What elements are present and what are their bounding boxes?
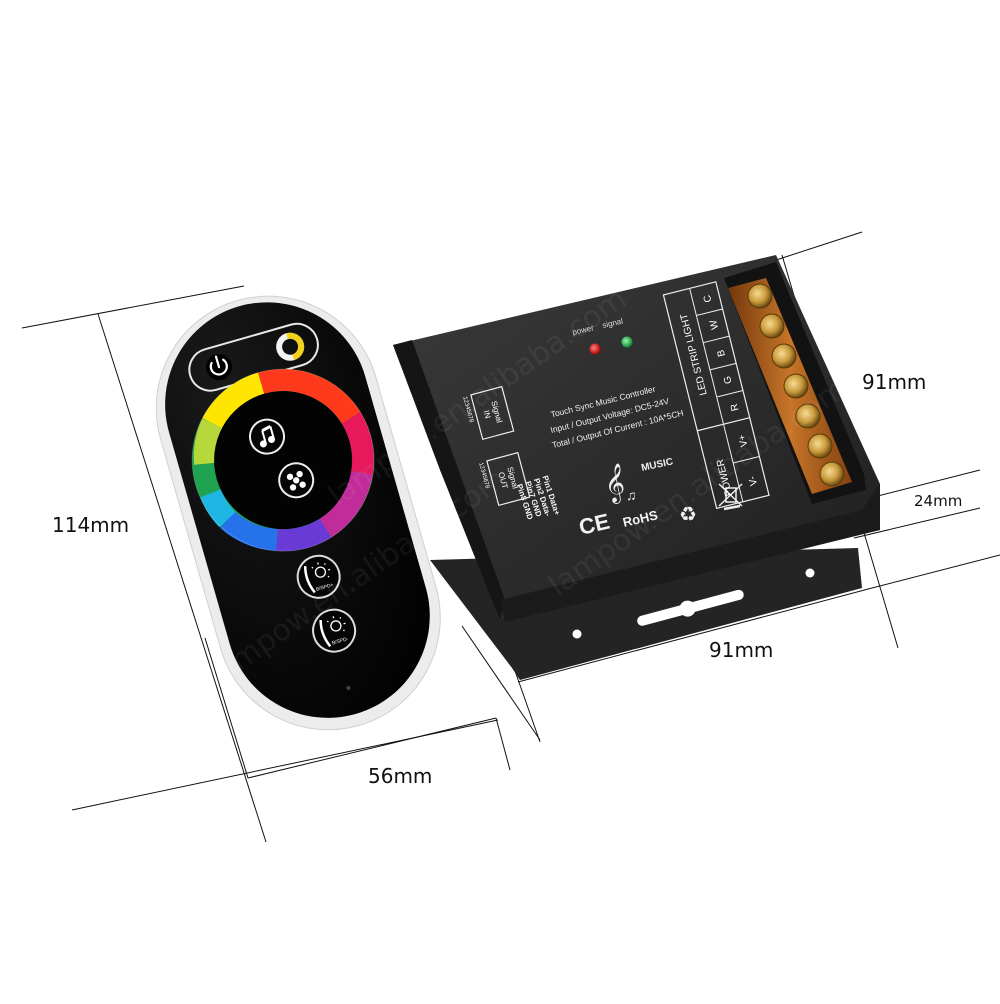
brightness-speed-down-button[interactable]: B/SPD- — [308, 605, 360, 657]
screw-r[interactable] — [795, 403, 821, 429]
svg-text:IN: IN — [482, 409, 493, 419]
signal-out-port: Signal OUT 12345678 — [477, 451, 531, 507]
brightness-up-label: B/SPD+ — [315, 582, 334, 593]
controller-width-label: 91mm — [709, 638, 774, 662]
screw-w[interactable] — [759, 313, 785, 339]
sun-icon — [311, 562, 331, 578]
color-wheel-slider[interactable] — [171, 348, 396, 573]
sun-icon — [326, 616, 346, 632]
svg-text:G: G — [722, 374, 735, 384]
screw-vplus[interactable] — [807, 433, 833, 459]
treble-clef-icon: 𝄞 — [605, 464, 625, 504]
svg-text:V-: V- — [747, 475, 760, 487]
svg-text:W: W — [708, 318, 721, 330]
dots-mode-icon — [286, 470, 306, 491]
remote-height-label: 114mm — [52, 513, 130, 537]
recycle-icon: ♻ — [679, 504, 697, 526]
controller-depth-label: 91mm — [862, 370, 927, 394]
dimension-lines — [21, 231, 1000, 843]
screw-c[interactable] — [747, 283, 773, 309]
svg-text:R: R — [729, 402, 741, 412]
controller-left-face — [393, 340, 505, 620]
svg-text:OUT: OUT — [496, 471, 509, 490]
rf-touch-remote: B/SPD+ B/SPD- — [155, 295, 441, 731]
mounting-hole-left — [572, 629, 582, 639]
power-led — [589, 343, 601, 355]
indicator-dot — [346, 685, 351, 690]
power-button[interactable] — [203, 351, 235, 383]
controller-front-face — [500, 484, 880, 622]
weee-bin-icon — [718, 483, 743, 511]
screw-g[interactable] — [783, 373, 809, 399]
screw-b[interactable] — [771, 343, 797, 369]
mounting-hole-right — [805, 568, 815, 578]
power-icon — [209, 358, 228, 376]
brightness-speed-up-button[interactable]: B/SPD+ — [293, 551, 345, 603]
music-note-icon: ♫ — [626, 487, 637, 503]
music-controller: power signal Touch Sync Music Controller… — [393, 255, 880, 680]
mode-button[interactable] — [275, 459, 317, 501]
controller-height-label: 24mm — [914, 492, 963, 510]
music-note-icon — [259, 424, 275, 448]
svg-text:V+: V+ — [737, 433, 751, 448]
svg-text:B: B — [716, 348, 728, 357]
terminal-screws — [747, 283, 845, 487]
brightness-down-label: B/SPD- — [331, 636, 349, 646]
white-toggle-button[interactable] — [276, 332, 305, 361]
screw-vminus[interactable] — [819, 461, 845, 487]
remote-width-label: 56mm — [368, 764, 433, 788]
svg-text:C: C — [702, 294, 714, 304]
signal-led — [621, 336, 633, 348]
music-mode-button[interactable] — [246, 416, 288, 458]
